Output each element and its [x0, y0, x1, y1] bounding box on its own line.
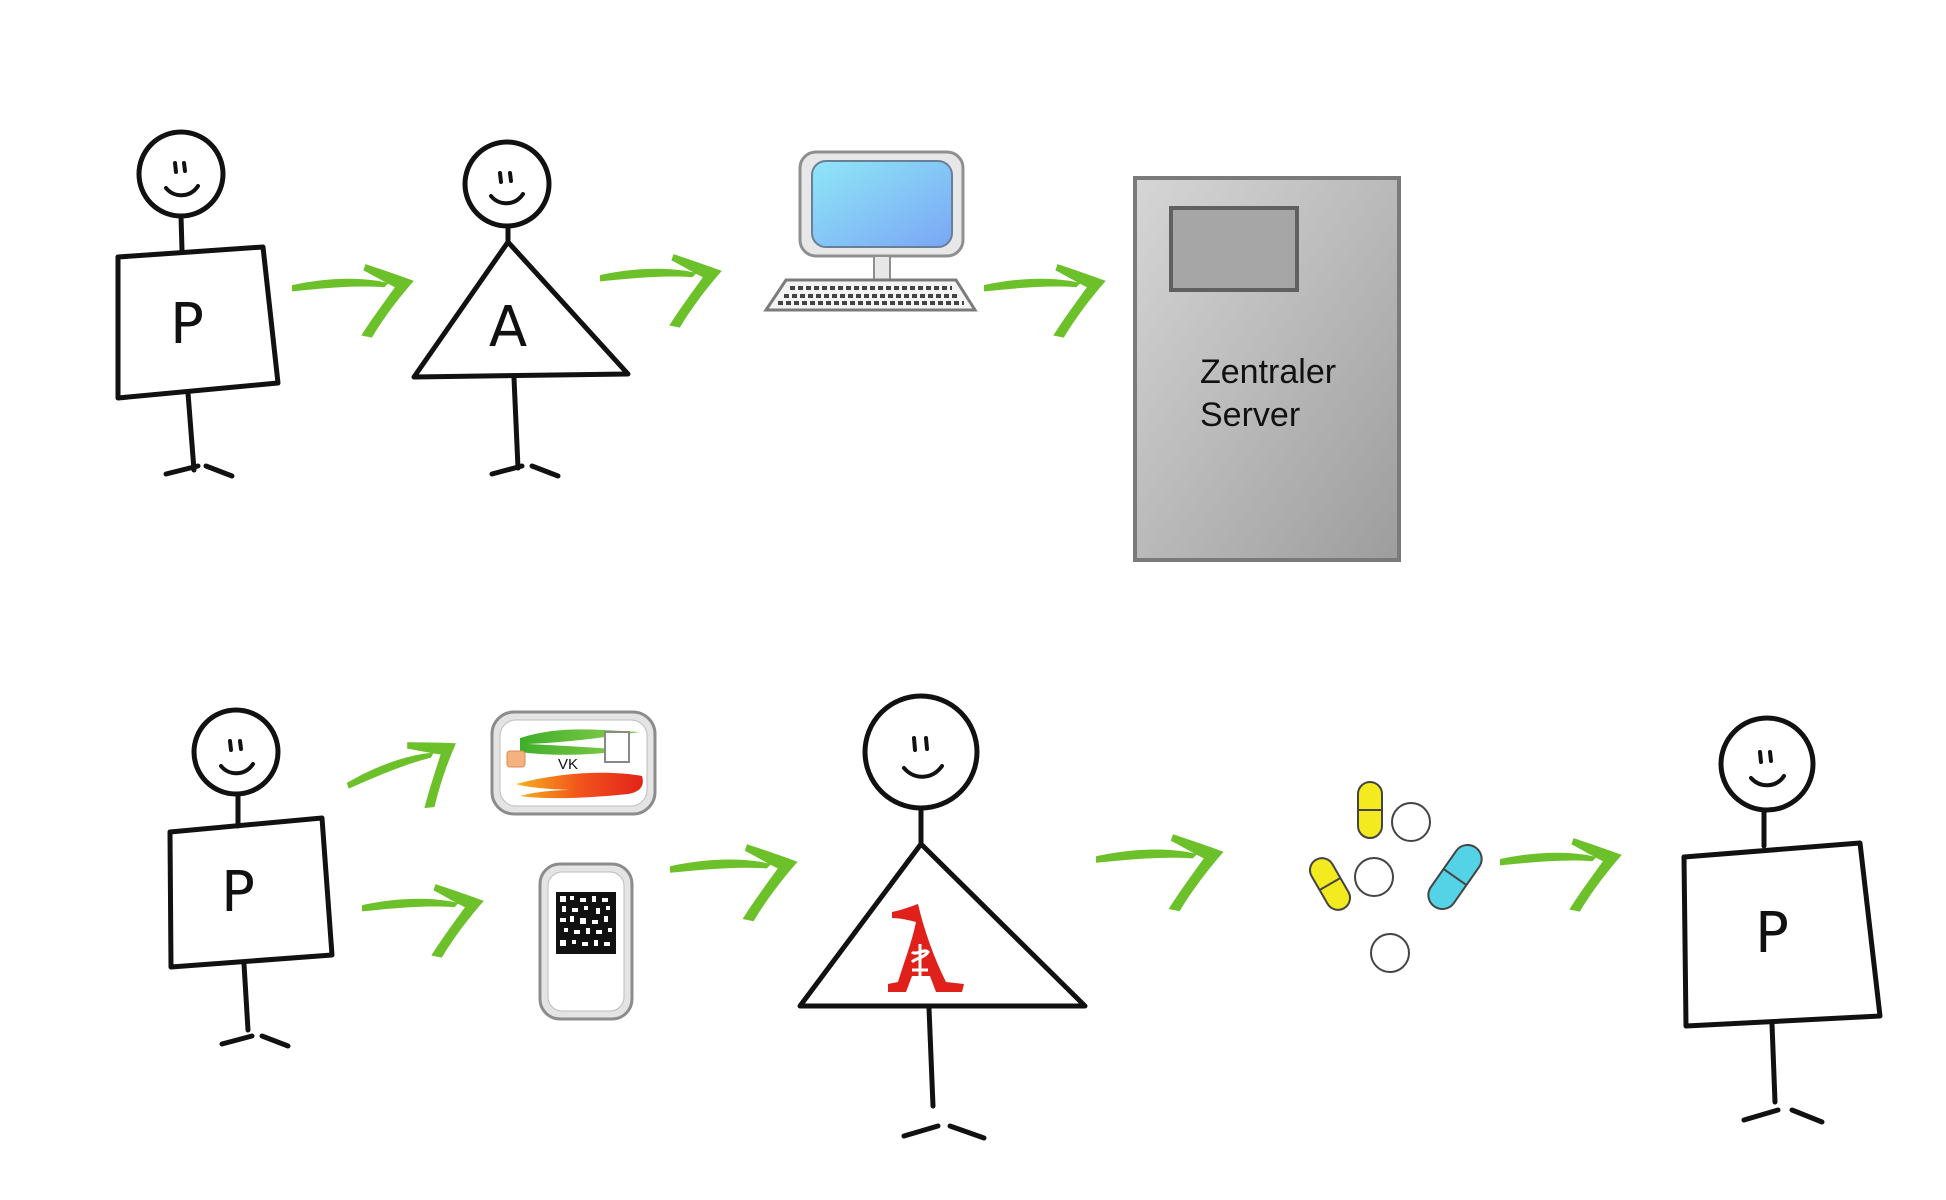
pharmacist-smile: [902, 764, 944, 779]
qr-code-pattern: [560, 896, 612, 946]
patient-smile: [219, 762, 255, 776]
flow-arrow: [1096, 834, 1224, 912]
doctor-feet: [489, 463, 561, 479]
patient-neck: [178, 213, 185, 253]
patient-leg: [185, 390, 197, 473]
patient-eyes: [173, 161, 187, 174]
doctor-eyes: [498, 171, 513, 184]
patient-letter: P: [170, 292, 204, 357]
pharmacist-leg: [926, 1005, 936, 1109]
doctor-head: [462, 139, 552, 229]
flow-arrow: [984, 264, 1106, 338]
patient-head: [1718, 715, 1816, 813]
flow-arrow: [340, 728, 473, 831]
patient-letter: P: [221, 860, 255, 925]
patient-body: [115, 244, 281, 401]
patient-smile: [164, 184, 200, 198]
pharmacy-a-icon: [888, 904, 964, 992]
flow-arrow: [362, 884, 484, 958]
card-photo-box: [604, 731, 630, 763]
pills-icon: [1309, 781, 1483, 973]
pill-capsule-yellow: [1309, 857, 1351, 911]
doctor-smile: [489, 192, 525, 206]
pharmacist-eyes: [912, 736, 929, 752]
desktop-computer-icon: [763, 150, 978, 312]
pill-tablet: [1370, 933, 1410, 973]
flow-arrow: [292, 264, 414, 338]
patient-figure-top: P: [115, 129, 281, 479]
pill-tablet: [1354, 857, 1394, 897]
patient-smile: [1749, 774, 1786, 788]
pharmacist-feet: [901, 1123, 987, 1141]
patient-eyes: [1758, 750, 1773, 764]
pill-tablet: [1391, 802, 1431, 842]
patient-figure-bottom-right: P: [1681, 715, 1883, 1125]
card-chip: [506, 750, 526, 768]
server-tower-icon: Zentraler Server: [1133, 176, 1401, 562]
patient-feet: [163, 463, 235, 479]
patient-leg: [241, 961, 251, 1033]
pharmacist-head: [862, 693, 980, 811]
server-label-line2: Server: [1200, 396, 1300, 434]
server-panel: [1169, 206, 1299, 292]
health-insurance-card-icon: VK: [490, 710, 657, 816]
card-label: VK: [558, 756, 578, 773]
doctor-body: [411, 239, 631, 380]
computer-keyboard: [763, 278, 978, 312]
doctor-letter: A: [489, 295, 527, 360]
patient-figure-bottom-left: P: [167, 707, 335, 1049]
flow-arrow: [600, 254, 722, 328]
patient-feet: [1741, 1107, 1825, 1125]
card-flame-stripe: [516, 772, 643, 799]
computer-screen: [811, 160, 953, 248]
doctor-leg: [511, 375, 521, 471]
patient-head: [136, 129, 226, 219]
patient-body: [167, 815, 335, 970]
smartphone-qr-code-icon: [538, 862, 634, 1021]
flow-arrow: [670, 844, 798, 922]
pharmacist-body: [797, 841, 1088, 1009]
pharmacist-figure: [797, 693, 1088, 1141]
patient-leg: [1769, 1021, 1778, 1105]
doctor-figure: A: [411, 139, 631, 479]
patient-head: [191, 707, 281, 797]
server-label-line1: Zentraler: [1200, 353, 1336, 391]
patient-body: [1681, 840, 1883, 1029]
patient-feet: [219, 1033, 291, 1049]
patient-letter: P: [1755, 901, 1789, 966]
pill-capsule-cyan: [1427, 843, 1483, 911]
pill-capsule-yellow: [1357, 781, 1383, 839]
patient-eyes: [228, 739, 243, 752]
flow-arrow: [1500, 838, 1622, 912]
